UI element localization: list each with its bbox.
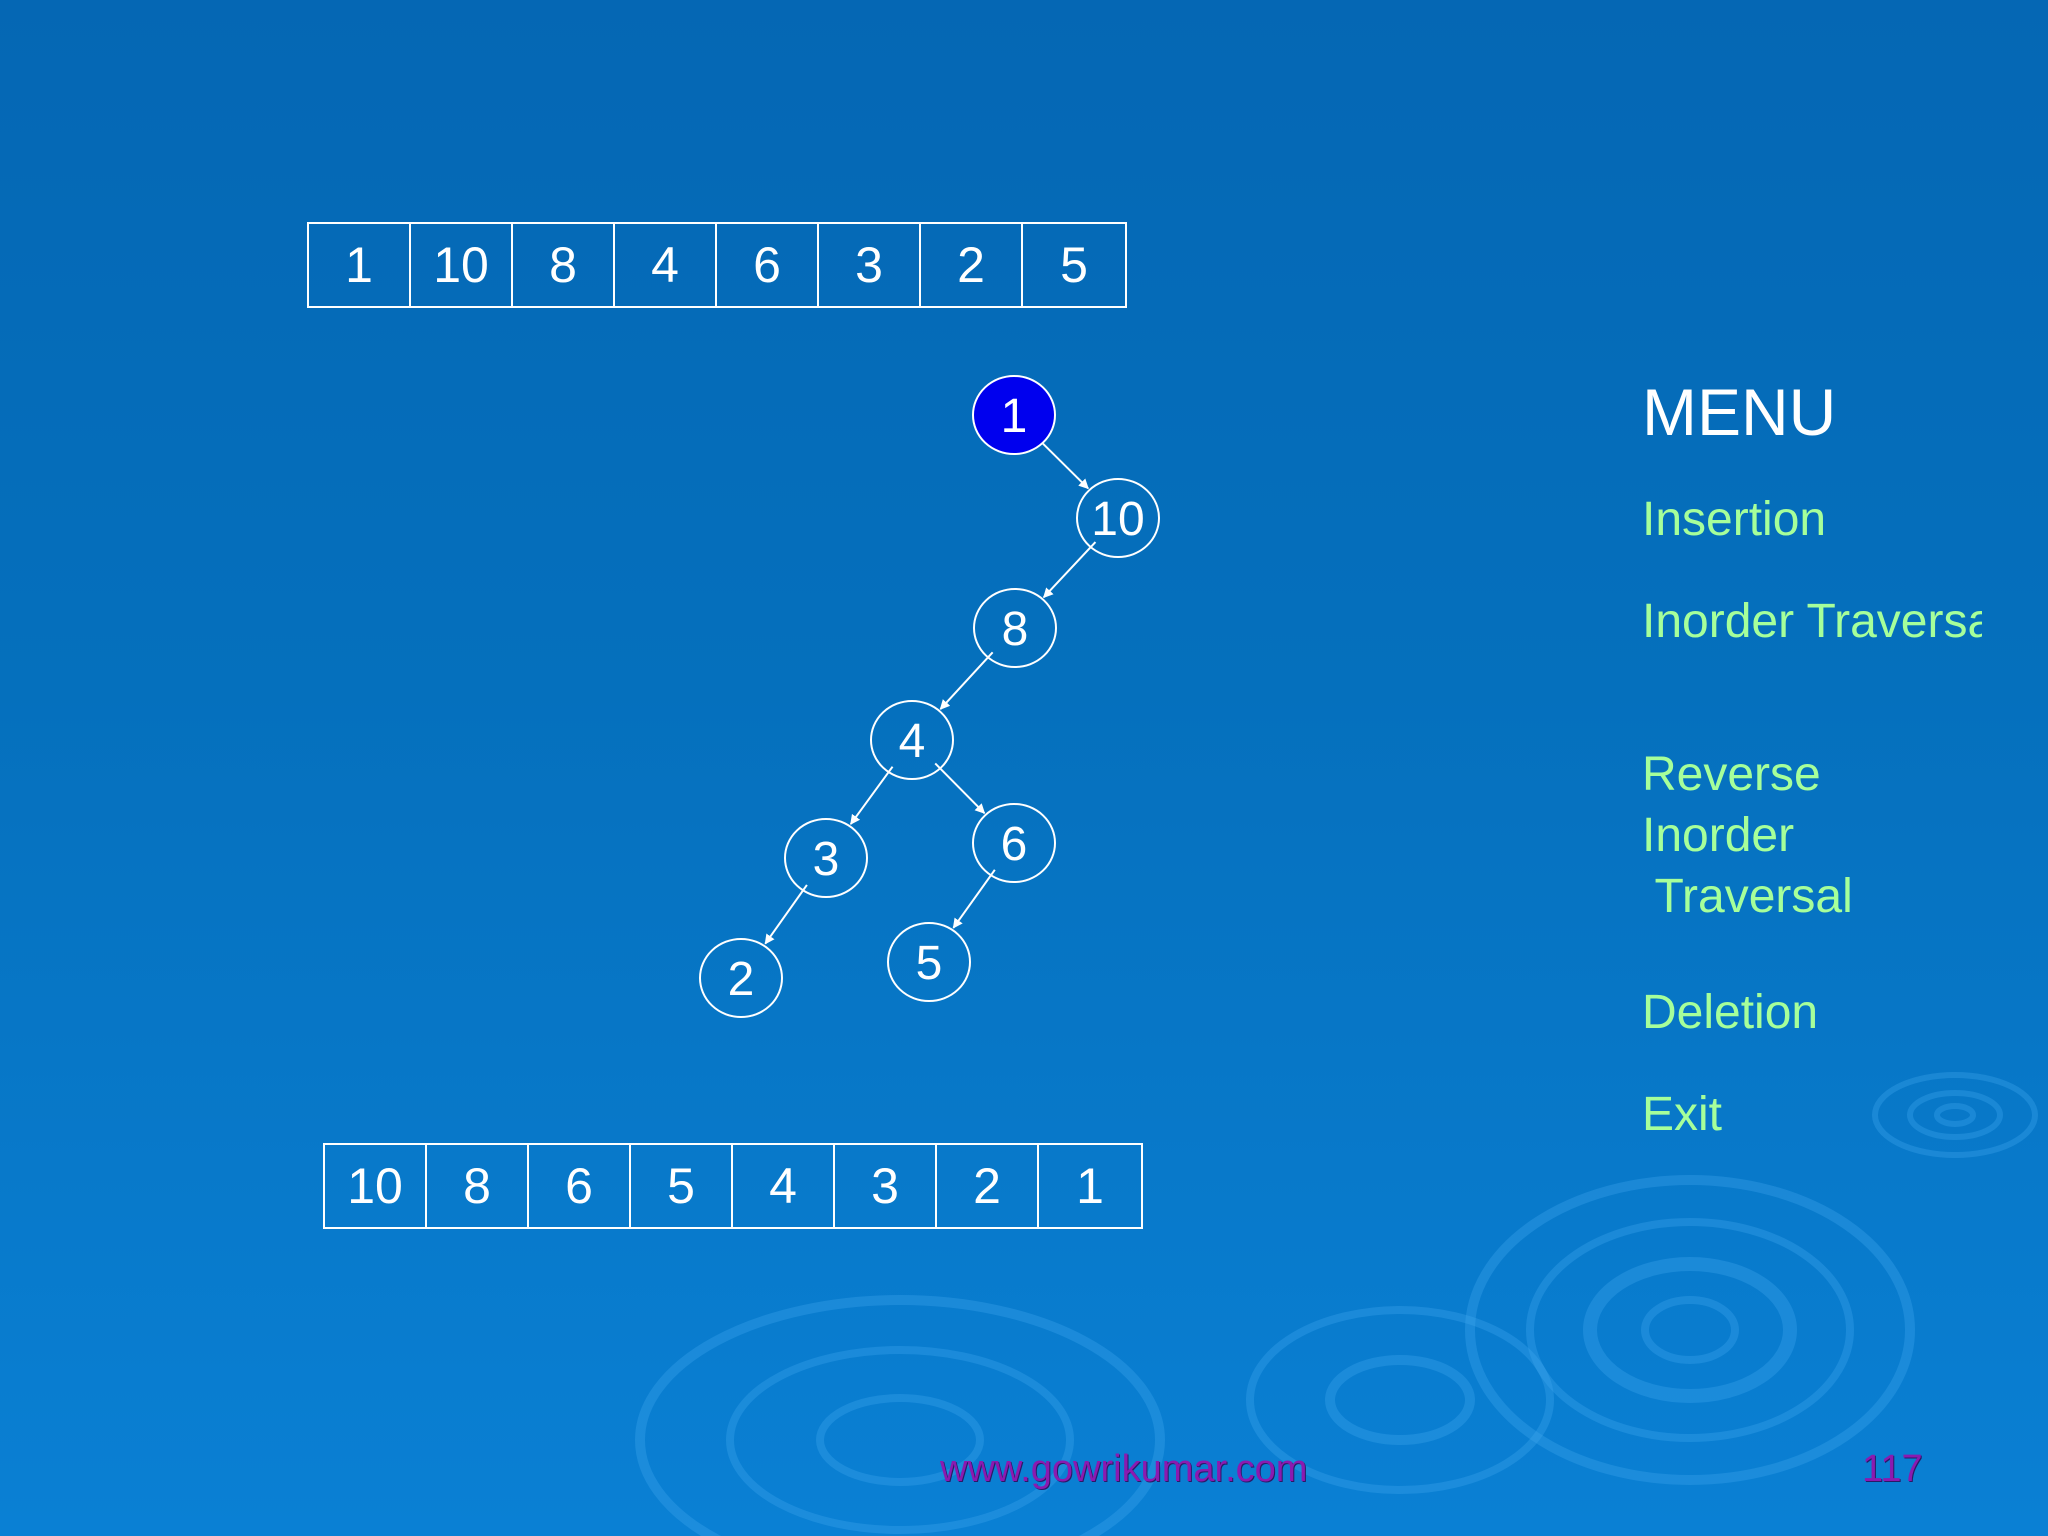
array-cell: 3 [835,1145,937,1227]
tree-node: 2 [699,938,783,1018]
menu-item-exit[interactable]: Exit [1642,1088,1723,1141]
array-cell: 4 [615,224,717,306]
tree-edge-arrow [1042,541,1097,599]
input-array: 1 10 8 4 6 3 2 5 [307,222,1127,308]
menu-item-deletion[interactable]: Deletion [1642,986,1819,1039]
array-cell: 2 [937,1145,1039,1227]
array-cell: 6 [529,1145,631,1227]
menu-item-insertion[interactable]: Insertion [1642,493,1827,546]
tree-node-circle [784,818,868,898]
tree-edge-arrow [764,884,808,945]
array-cell: 2 [921,224,1023,306]
page-number: 117 [1862,1448,1923,1490]
tree-node: 1 [972,375,1056,455]
tree-node-circle [1076,478,1160,558]
tree-node-label: 10 [1091,493,1144,546]
tree-node: 4 [870,700,954,780]
array-cell: 10 [325,1145,427,1227]
array-cell: 5 [1060,237,1088,293]
tree-node: 8 [973,588,1057,668]
array-cell: 1 [1076,1158,1104,1214]
tree-node-label: 4 [899,715,926,768]
tree-node: 6 [972,803,1056,883]
array-cell: 4 [733,1145,835,1227]
tree-node-label: 6 [1001,818,1028,871]
tree-node-label: 5 [916,937,943,990]
array-cell: 10 [411,224,513,306]
tree-node-circle-highlighted [972,375,1056,455]
array-cell: 3 [819,224,921,306]
tree-node-circle [973,588,1057,668]
array-cell: 6 [717,224,819,306]
array-cell: 8 [427,1145,529,1227]
tree-node: 10 [1076,478,1160,558]
footer-url[interactable]: www.gowrikumar.com [940,1448,1308,1490]
output-array: 10 8 6 5 4 3 2 1 [323,1143,1143,1229]
tree-edge-arrow [952,869,996,929]
array-cell: 5 [631,1145,733,1227]
tree-edge-arrow [1036,437,1089,490]
menu-item-reverse-line: Inorder [1642,809,1795,862]
menu-title: MENU [1642,375,1837,449]
tree-node-circle [870,700,954,780]
menu-item-reverse-line: Traversal [1642,870,1853,923]
array-cell: 8 [513,224,615,306]
tree-edge-arrow [849,766,894,825]
tree-node-circle [887,922,971,1002]
tree-node-label: 2 [728,953,755,1006]
menu-item-reverse-line: Reverse [1642,748,1821,801]
tree-edge-arrow [934,762,986,814]
tree-node-label: 1 [1001,390,1028,443]
tree-node-label: 3 [813,833,840,886]
tree-edge-arrow [939,651,994,710]
tree-node: 3 [784,818,868,898]
tree-node-label: 8 [1002,603,1029,656]
array-cell: 1 [309,224,411,306]
menu-item-inorder-traversal[interactable]: Inorder Traversal [1642,595,1982,648]
menu-panel: MENU Insertion Inorder Traversal Reverse… [1642,372,1982,1162]
tree-node-circle [972,803,1056,883]
tree-node-circle [699,938,783,1018]
tree-node: 5 [887,922,971,1002]
